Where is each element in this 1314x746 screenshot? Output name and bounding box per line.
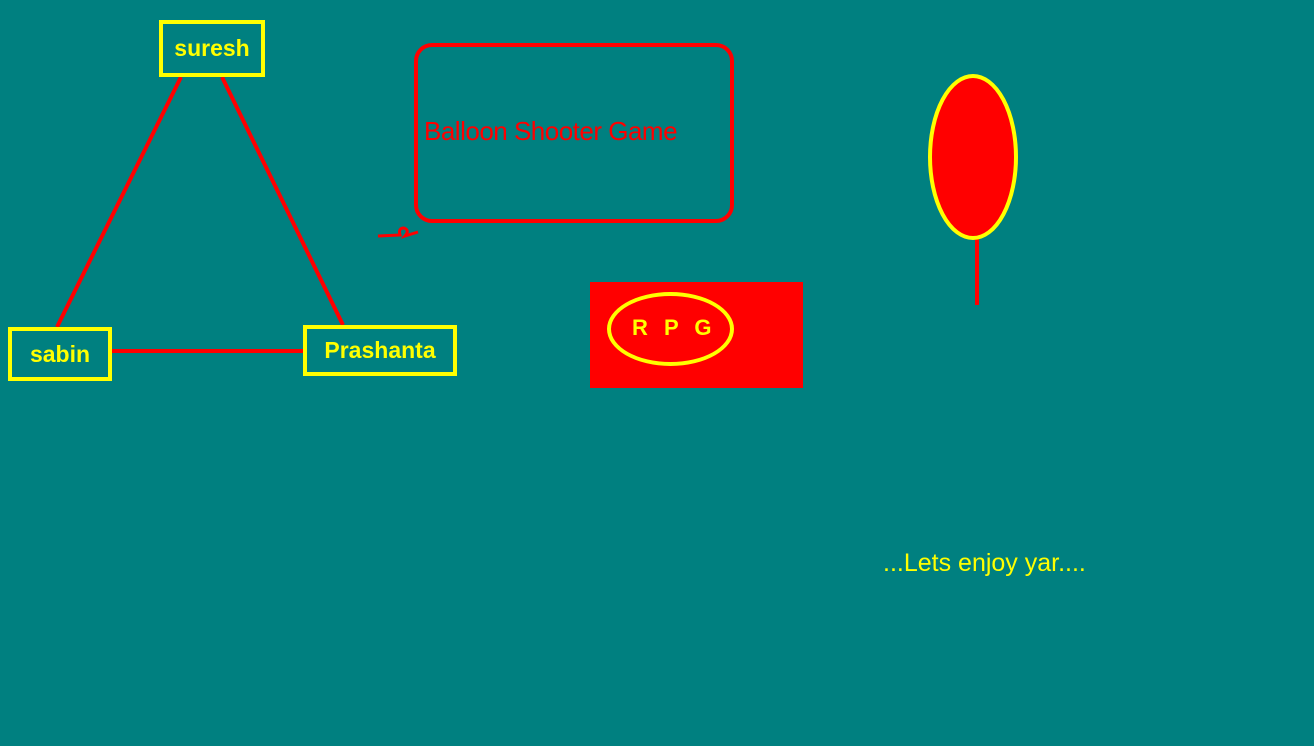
balloon-icon	[928, 74, 1018, 305]
rpg-button[interactable]: R P G	[590, 282, 803, 388]
member-box-suresh[interactable]: suresh	[159, 20, 265, 77]
line-suresh-sabin	[55, 76, 183, 328]
member-label-prashanta: Prashanta	[324, 337, 436, 363]
speech-tail-icon	[377, 226, 419, 239]
member-label-suresh: suresh	[174, 35, 250, 61]
member-box-sabin[interactable]: sabin	[8, 327, 112, 381]
rpg-label: R P G	[632, 315, 717, 340]
member-label-sabin: sabin	[29, 340, 91, 367]
rpg-oval	[607, 292, 734, 366]
game-title: Balloon Shooter Game	[424, 116, 678, 146]
tagline: ...Lets enjoy yar....	[883, 549, 1086, 577]
line-suresh-prashanta	[220, 76, 345, 326]
member-box-prashanta[interactable]: Prashanta	[303, 325, 457, 376]
title-speech-bubble	[414, 43, 734, 223]
balloon-body	[928, 74, 1018, 240]
